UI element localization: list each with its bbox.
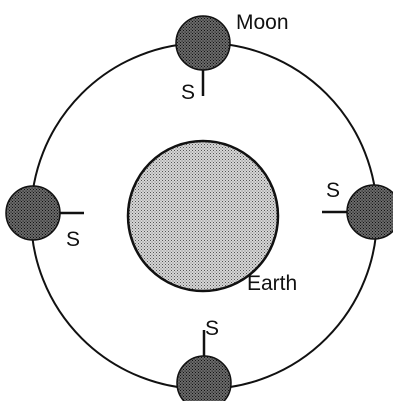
earth-label: Earth (247, 272, 297, 295)
earth (128, 141, 278, 291)
moon-label: Moon (236, 11, 289, 34)
marker-label-left: S (66, 228, 80, 251)
marker-label-bottom: S (205, 317, 219, 340)
marker-label-right: S (326, 179, 340, 202)
marker-label-top: S (181, 81, 195, 104)
moon-bottom (177, 330, 231, 401)
